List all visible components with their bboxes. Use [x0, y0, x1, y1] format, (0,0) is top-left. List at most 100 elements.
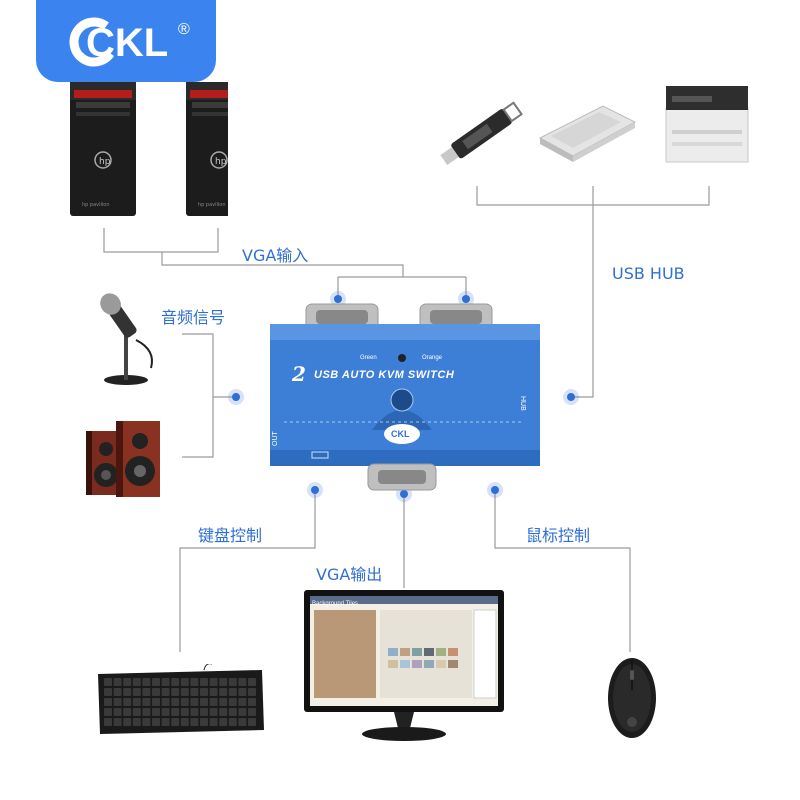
keyboard-key: [161, 708, 170, 716]
device-model-label: USB AUTO KVM SWITCH: [314, 369, 455, 381]
keyboard-key: [248, 678, 256, 686]
pc-model-2: hp pavilion: [198, 202, 226, 208]
keyboard-key: [123, 718, 132, 726]
usb-flash-drive: [440, 101, 523, 165]
printer: [665, 86, 749, 163]
keyboard-key: [219, 688, 228, 696]
keyboard-key: [200, 718, 208, 726]
hub-port-label: HUB: [519, 396, 526, 411]
keyboard-key: [180, 708, 189, 716]
keyboard-key: [190, 718, 199, 726]
keyboard-key: [104, 708, 112, 716]
kvm-switch: [270, 303, 540, 491]
keyboard-key: [238, 698, 247, 706]
keyboard-key: [123, 708, 132, 716]
keyboard-key: [161, 678, 170, 686]
keyboard-key: [171, 678, 180, 686]
keyboard-key: [238, 708, 247, 716]
keyboard-key: [180, 678, 189, 686]
keyboard-key: [142, 678, 151, 686]
keyboard-key: [190, 698, 199, 706]
device-model-number: 2: [292, 362, 306, 386]
keyboard-key: [190, 688, 199, 696]
label-keyboard: 键盘控制: [198, 526, 263, 545]
keyboard-key: [180, 718, 189, 726]
keyboard-key: [238, 688, 247, 696]
keyboard-key: [113, 678, 122, 686]
logo-text: CKL: [86, 21, 168, 65]
keyboard-key: [171, 688, 180, 696]
keyboard-key: [123, 688, 132, 696]
keyboard-key: [228, 708, 237, 716]
keyboard-key: [248, 688, 256, 696]
keyboard-key: [132, 718, 141, 726]
pc-brand-1: hp: [99, 157, 111, 167]
keyboard-key: [248, 718, 256, 726]
keyboard-key: [152, 718, 160, 726]
keyboard-key: [219, 678, 228, 686]
microphone: [100, 293, 153, 385]
pc-towers: hp hp pavilion hp hp pavilion: [70, 82, 228, 216]
keyboard-key: [113, 708, 122, 716]
keyboard-key: [190, 708, 199, 716]
keyboard-key: [132, 708, 141, 716]
keyboard-key: [123, 698, 132, 706]
keyboard-key: [113, 688, 122, 696]
pc-model-1: hp pavilion: [82, 202, 110, 208]
keyboard-key: [228, 688, 237, 696]
keyboard-key: [209, 698, 218, 706]
mouse: [608, 658, 656, 738]
registered-mark: ®: [178, 21, 190, 38]
pc-brand-2: hp: [215, 157, 227, 167]
keyboard-key: [132, 698, 141, 706]
keyboard-key: [228, 718, 237, 726]
keyboard-key: [132, 678, 141, 686]
led-orange-label: Orange: [422, 355, 443, 361]
keyboard-key: [113, 718, 122, 726]
label-vga-out: VGA输出: [316, 565, 383, 584]
keyboard-key: [209, 708, 218, 716]
out-port-label: OUT: [272, 431, 279, 446]
keyboard-key: [104, 678, 112, 686]
keyboard-key: [219, 708, 228, 716]
brand-logo: CKL ®: [36, 0, 216, 82]
keyboard-key: [248, 698, 256, 706]
keyboard-key: [152, 698, 160, 706]
keyboard-key: [152, 688, 160, 696]
label-vga-in: VGA输入: [242, 246, 309, 265]
keyboard-key: [238, 678, 247, 686]
keyboard: [98, 664, 264, 734]
keyboard-key: [142, 708, 151, 716]
keyboard-key: [200, 678, 208, 686]
led-green-label: Green: [360, 355, 377, 361]
speakers: [86, 421, 160, 497]
keyboard-key: [209, 718, 218, 726]
keyboard-key: [200, 698, 208, 706]
monitor: [304, 590, 504, 741]
label-mouse: 鼠标控制: [526, 526, 591, 545]
keyboard-key: [113, 698, 122, 706]
keyboard-key: [190, 678, 199, 686]
keyboard-key: [209, 678, 218, 686]
keyboard-key: [171, 718, 180, 726]
keyboard-key: [171, 708, 180, 716]
keyboard-key: [219, 718, 228, 726]
keyboard-key: [104, 718, 112, 726]
keyboard-key: [152, 678, 160, 686]
keyboard-key: [142, 698, 151, 706]
keyboard-key: [180, 698, 189, 706]
keyboard-key: [104, 688, 112, 696]
monitor-window-title: Background Tiles: [312, 601, 359, 607]
keyboard-key: [219, 698, 228, 706]
label-usb-hub: USB HUB: [612, 264, 685, 283]
keyboard-key: [142, 718, 151, 726]
keyboard-key: [161, 698, 170, 706]
keyboard-key: [248, 708, 256, 716]
keyboard-key: [161, 688, 170, 696]
keyboard-key: [200, 688, 208, 696]
keyboard-key: [228, 698, 237, 706]
keyboard-key: [228, 678, 237, 686]
keyboard-key: [132, 688, 141, 696]
keyboard-key: [104, 698, 112, 706]
